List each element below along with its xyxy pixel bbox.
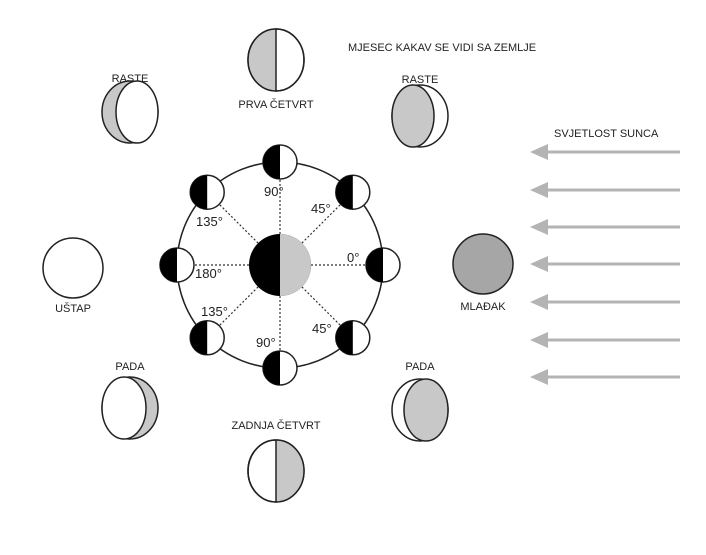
- new-moon: [452, 233, 514, 295]
- orbit-moon: [335, 174, 371, 210]
- angle-lines: [194, 179, 366, 351]
- angle-line: [301, 203, 342, 244]
- new-moon-label: MLAĐAK: [460, 301, 506, 313]
- waning-right-label: PADA: [405, 361, 435, 373]
- angle-label-top-right: 45°: [311, 201, 331, 216]
- sunlight-arrow: [530, 144, 680, 160]
- sunlight-arrow: [530, 332, 680, 348]
- orbit-moon: [262, 144, 298, 180]
- orbit-moon: [189, 174, 225, 210]
- angle-label-bottom-right: 45°: [312, 321, 332, 336]
- last-quarter-label: ZADNJA ČETVRT: [231, 419, 320, 432]
- sunlight-arrow: [530, 256, 680, 272]
- angle-line: [218, 203, 259, 244]
- orbit-moon: [335, 320, 371, 356]
- waning-gibbous-moon: [101, 376, 159, 440]
- angle-label-right: 0°: [347, 250, 359, 265]
- first-quarter-label: PRVA ČETVRT: [238, 98, 313, 111]
- diagram-title: MJESEC KAKAV SE VIDI SA ZEMLJE: [348, 42, 536, 54]
- waning-left-label: PADA: [115, 361, 145, 373]
- angle-label-left: 180°: [195, 266, 222, 281]
- orbit-moon: [365, 247, 401, 283]
- angle-label-bottom: 90°: [256, 335, 276, 350]
- orbit-moons: [159, 144, 401, 386]
- waxing-right-label: RASTE: [402, 74, 439, 86]
- sunlight-arrow: [530, 182, 680, 198]
- orbit-moon: [189, 320, 225, 356]
- waxing-gibbous-moon: [391, 84, 449, 148]
- angle-label-top-left: 135°: [196, 214, 223, 229]
- full-moon: [42, 237, 104, 299]
- angle-label-top: 90°: [264, 184, 284, 199]
- angle-label-bottom-left: 135°: [201, 304, 228, 319]
- first-quarter-moon: [247, 28, 305, 92]
- full-moon-label: UŠTAP: [55, 302, 91, 315]
- angle-line: [301, 286, 342, 327]
- earth: [249, 234, 311, 296]
- sunlight-arrow: [530, 294, 680, 310]
- sunlight-arrow: [530, 219, 680, 235]
- waxing-crescent-moon: [101, 80, 159, 144]
- sunlight-label: SVJETLOST SUNCA: [554, 128, 659, 140]
- orbit-moon: [262, 350, 298, 386]
- sunlight-arrows: [530, 144, 680, 385]
- angle-line: [218, 286, 259, 327]
- sunlight-arrow: [530, 369, 680, 385]
- last-quarter-moon: [247, 439, 305, 503]
- orbit-moon: [159, 247, 195, 283]
- waning-crescent-moon: [391, 378, 449, 442]
